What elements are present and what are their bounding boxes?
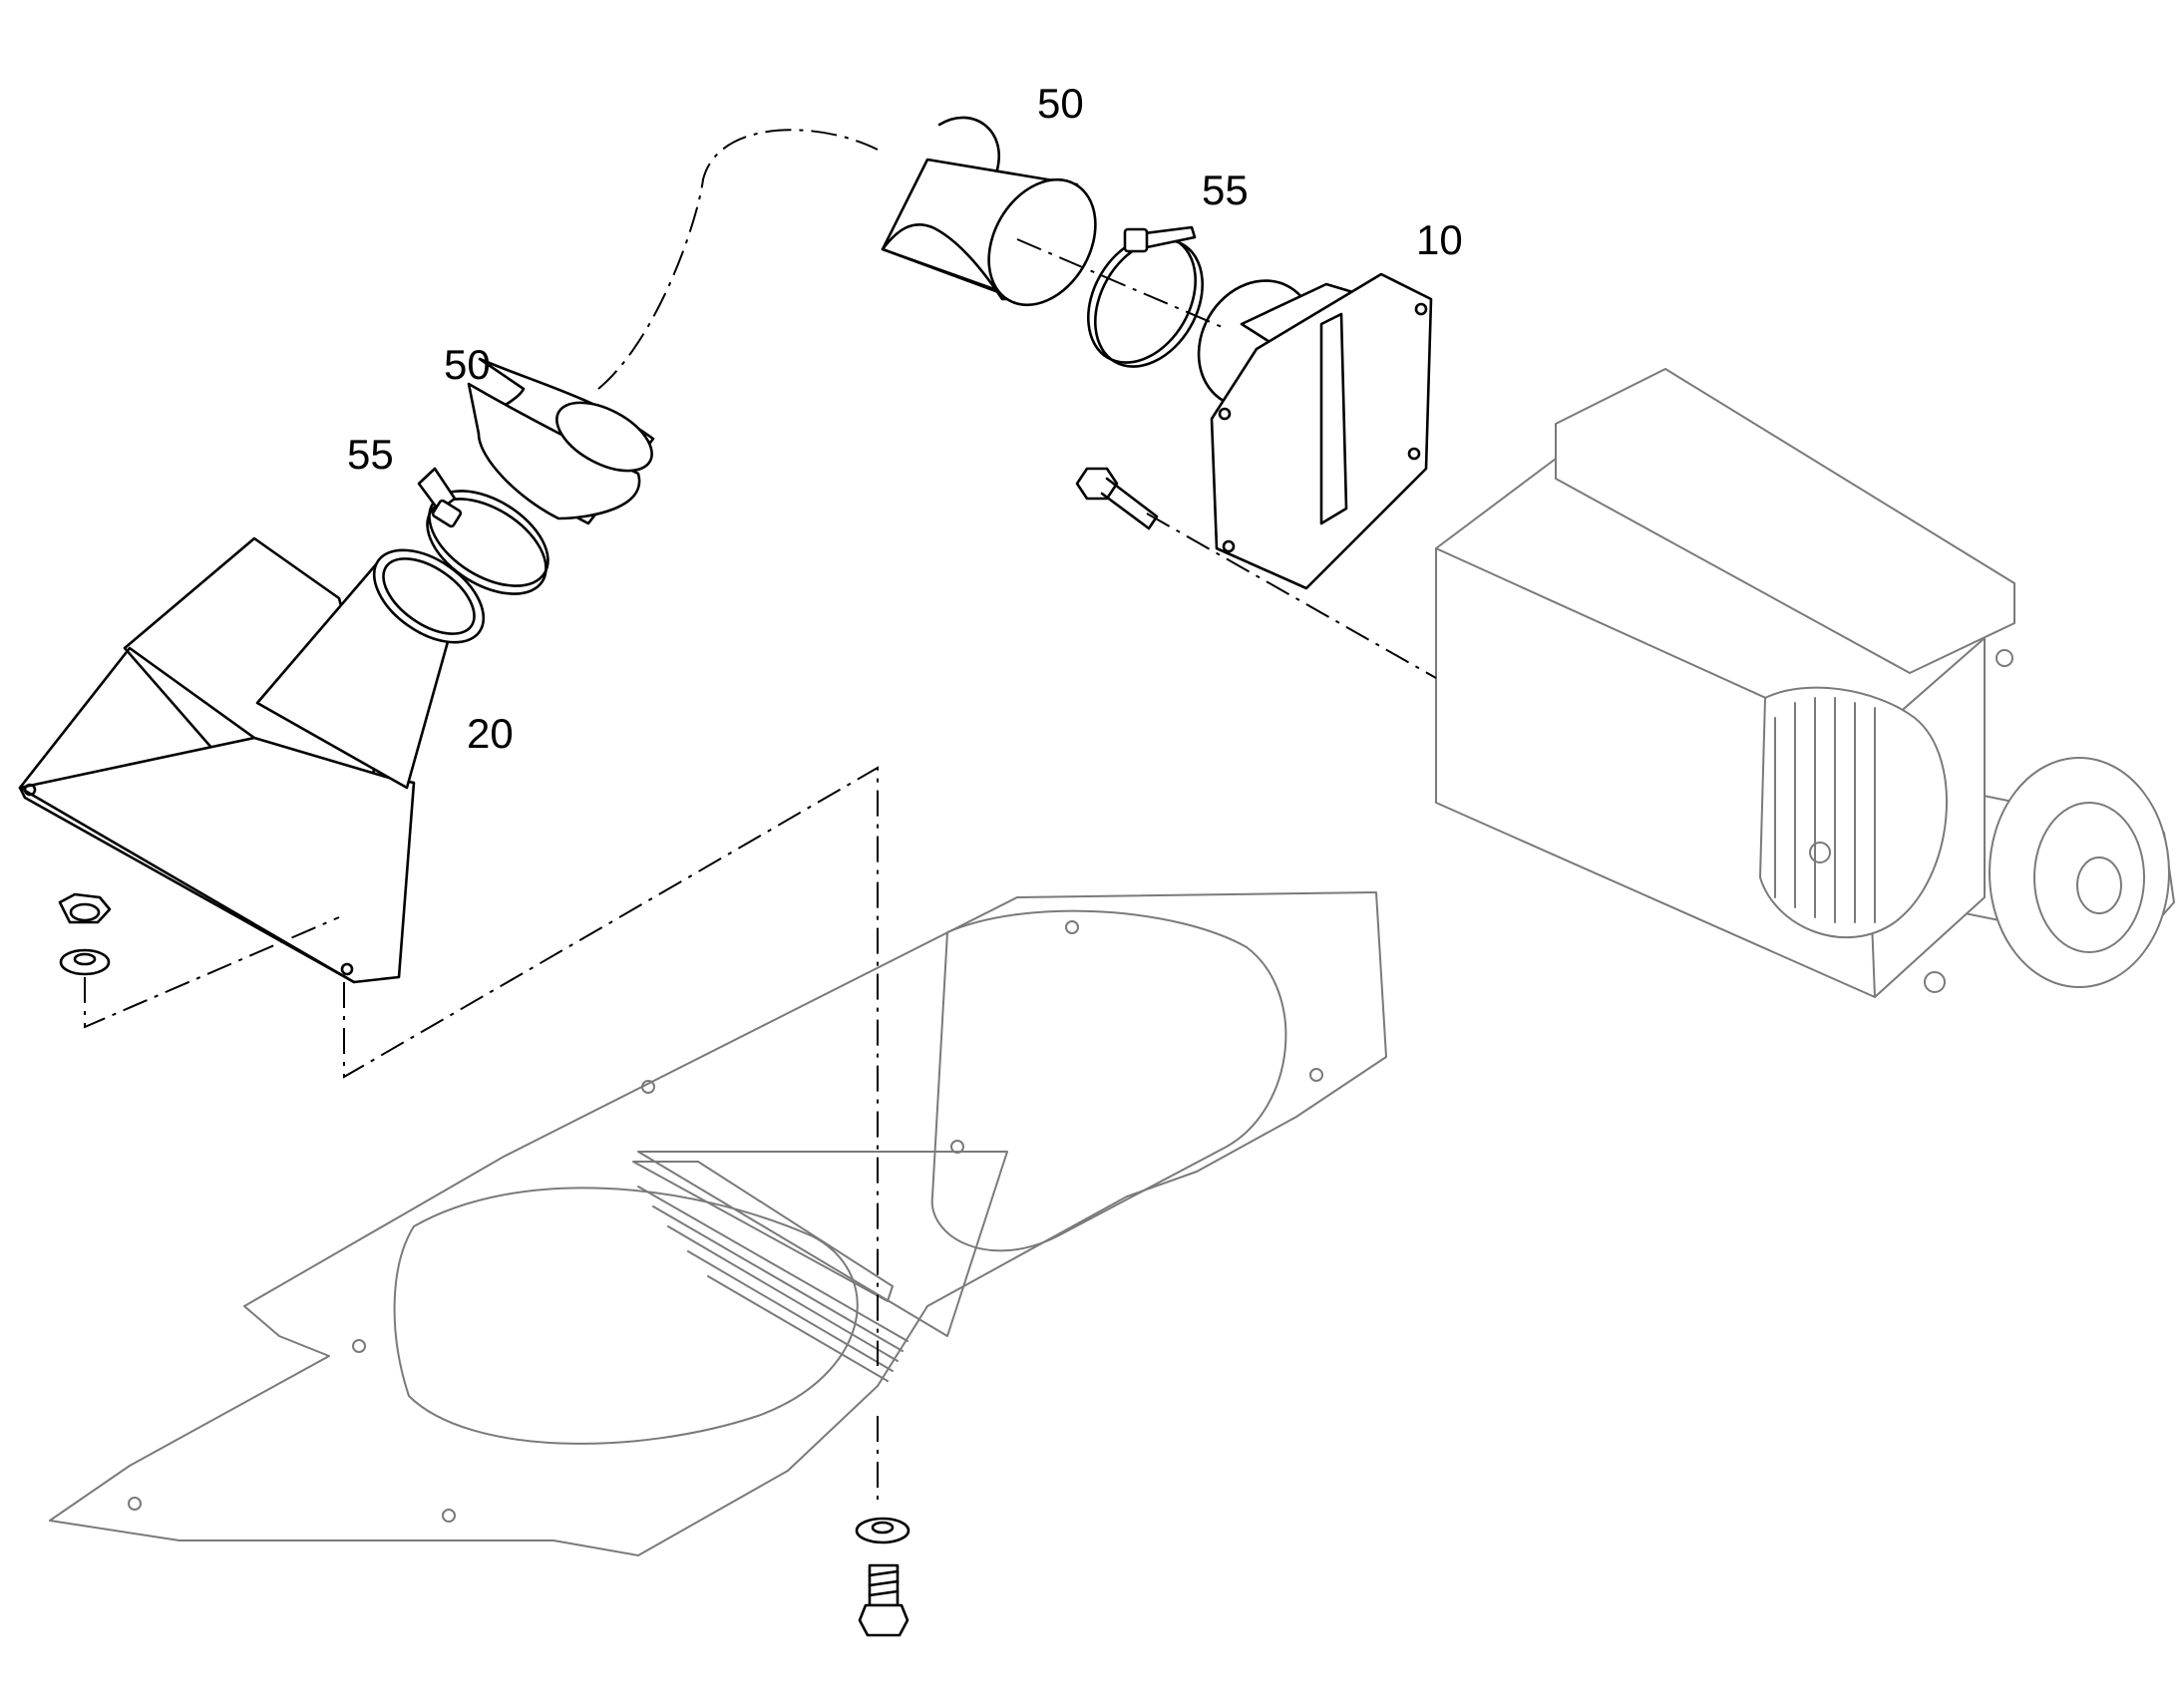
bolt-flange	[1075, 467, 1159, 530]
label-hood-funnel: 20	[467, 710, 514, 757]
assembly-lines	[84, 129, 1437, 1506]
bolt-washer-bottom	[855, 1517, 910, 1637]
label-clamp-upper: 55	[1202, 167, 1249, 213]
hose-upper	[881, 116, 1097, 307]
label-hose-upper: 50	[1037, 80, 1084, 127]
base-plate	[49, 891, 1387, 1556]
clamp-upper	[1086, 225, 1205, 368]
motor-assembly	[1435, 368, 2175, 998]
label-hose-lower: 50	[444, 341, 491, 388]
label-clamp-lower: 55	[347, 431, 394, 478]
flange-plate	[1197, 272, 1433, 590]
hood-funnel	[18, 536, 486, 984]
hose-lower	[467, 357, 655, 525]
part-labels: 50 55 10 50 55 20	[347, 80, 1463, 757]
clamp-lower	[417, 467, 549, 595]
label-plate-motor: 10	[1416, 216, 1463, 263]
nut-washer-left	[58, 892, 112, 976]
